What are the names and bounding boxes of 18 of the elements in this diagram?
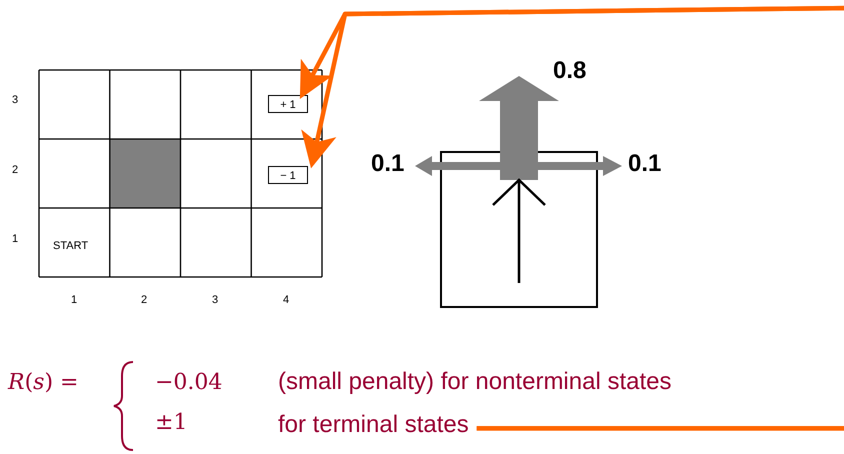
reward-box: − 1 (268, 166, 308, 184)
formula-value: −0.04 (155, 370, 222, 395)
cell-label: START (53, 240, 88, 252)
formula-text: R(s) = (8, 370, 78, 395)
axis-label: 3 (212, 294, 218, 306)
axis-label: 1 (71, 294, 78, 306)
formula-text: for terminal states (278, 408, 469, 442)
probability-label: 0.1 (628, 150, 662, 178)
axis-label: 2 (12, 164, 18, 176)
probability-label: 0.8 (553, 57, 586, 85)
formula-text: (small penalty) for nonterminal states (278, 368, 672, 396)
formula-value: ±1 (155, 410, 188, 435)
reward-box: + 1 (268, 95, 308, 113)
axis-label: 4 (283, 294, 290, 306)
axis-label: 1 (12, 233, 18, 245)
axis-label: 2 (141, 294, 148, 306)
probability-label: 0.1 (371, 150, 404, 178)
axis-label: 3 (12, 94, 18, 106)
